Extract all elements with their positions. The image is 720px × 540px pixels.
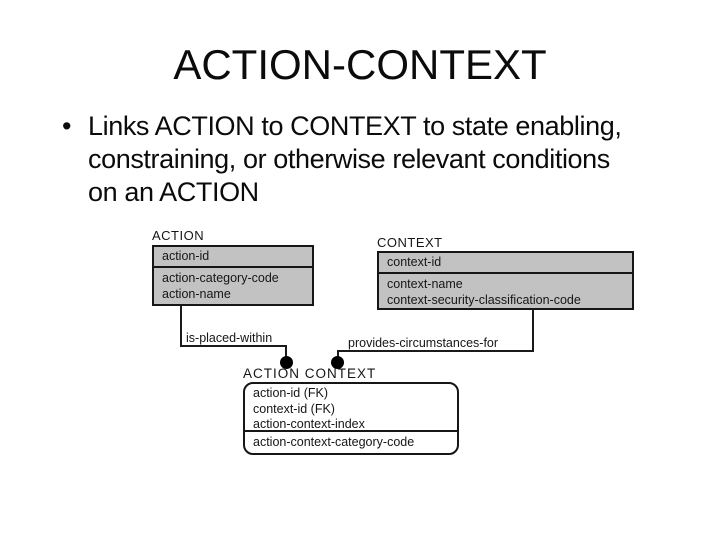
entity-attr-compartment: action-context-category-code (245, 432, 457, 451)
entity-attr-compartment: context-name context-security-classifica… (379, 274, 632, 308)
entity-label-context: CONTEXT (377, 235, 443, 250)
attribute: context-id (FK) (253, 401, 335, 416)
entity-label-action-context: ACTION CONTEXT (243, 366, 377, 381)
entity-key-compartment: action-id (154, 247, 312, 268)
entity-box-action-context: action-id (FK) context-id (FK) action-co… (243, 382, 459, 455)
bullet-marker: • (62, 111, 72, 141)
attribute: action-context-category-code (253, 435, 415, 449)
relationship-dot (280, 356, 293, 369)
bullet-line: on an ACTION (88, 177, 259, 207)
entity-box-action: action-id action-category-code action-na… (152, 245, 314, 306)
relationship-line-context-drop (337, 350, 339, 358)
relationship-dot (331, 356, 344, 369)
entity-box-context: context-id context-name context-security… (377, 251, 634, 310)
entity-key-compartment: context-id (379, 253, 632, 274)
bullet-item: • Links ACTION to CONTEXT to state enabl… (62, 110, 622, 209)
slide-title: ACTION-CONTEXT (173, 41, 547, 88)
entity-key-compartment: action-id (FK) context-id (FK) action-co… (245, 384, 457, 432)
attribute: action-id (162, 249, 210, 263)
bullet-text: Links ACTION to CONTEXT to state enablin… (88, 110, 622, 209)
relationship-line-action-drop (285, 345, 287, 358)
entity-attr-compartment: action-category-code action-name (154, 268, 312, 302)
attribute: context-id (387, 255, 442, 269)
bullet-line: constraining, or otherwise relevant cond… (88, 144, 610, 174)
entity-label-action: ACTION (152, 228, 205, 243)
attribute: action-name (162, 286, 231, 301)
relationship-line-action-vertical (180, 305, 182, 347)
attribute: context-security-classification-code (387, 292, 581, 307)
attribute: action-category-code (162, 271, 279, 285)
relationship-line-context-vertical (532, 308, 534, 352)
bullet-line: Links ACTION to CONTEXT to state enablin… (88, 111, 622, 141)
relationship-line-action-horizontal (180, 345, 287, 347)
relationship-line-context-horizontal (337, 350, 534, 352)
attribute: action-id (FK) (253, 386, 329, 400)
attribute: context-name (387, 277, 463, 291)
attribute: action-context-index (253, 417, 365, 431)
relationship-label-provides-circumstances-for: provides-circumstances-for (348, 336, 499, 350)
relationship-label-is-placed-within: is-placed-within (186, 331, 273, 345)
